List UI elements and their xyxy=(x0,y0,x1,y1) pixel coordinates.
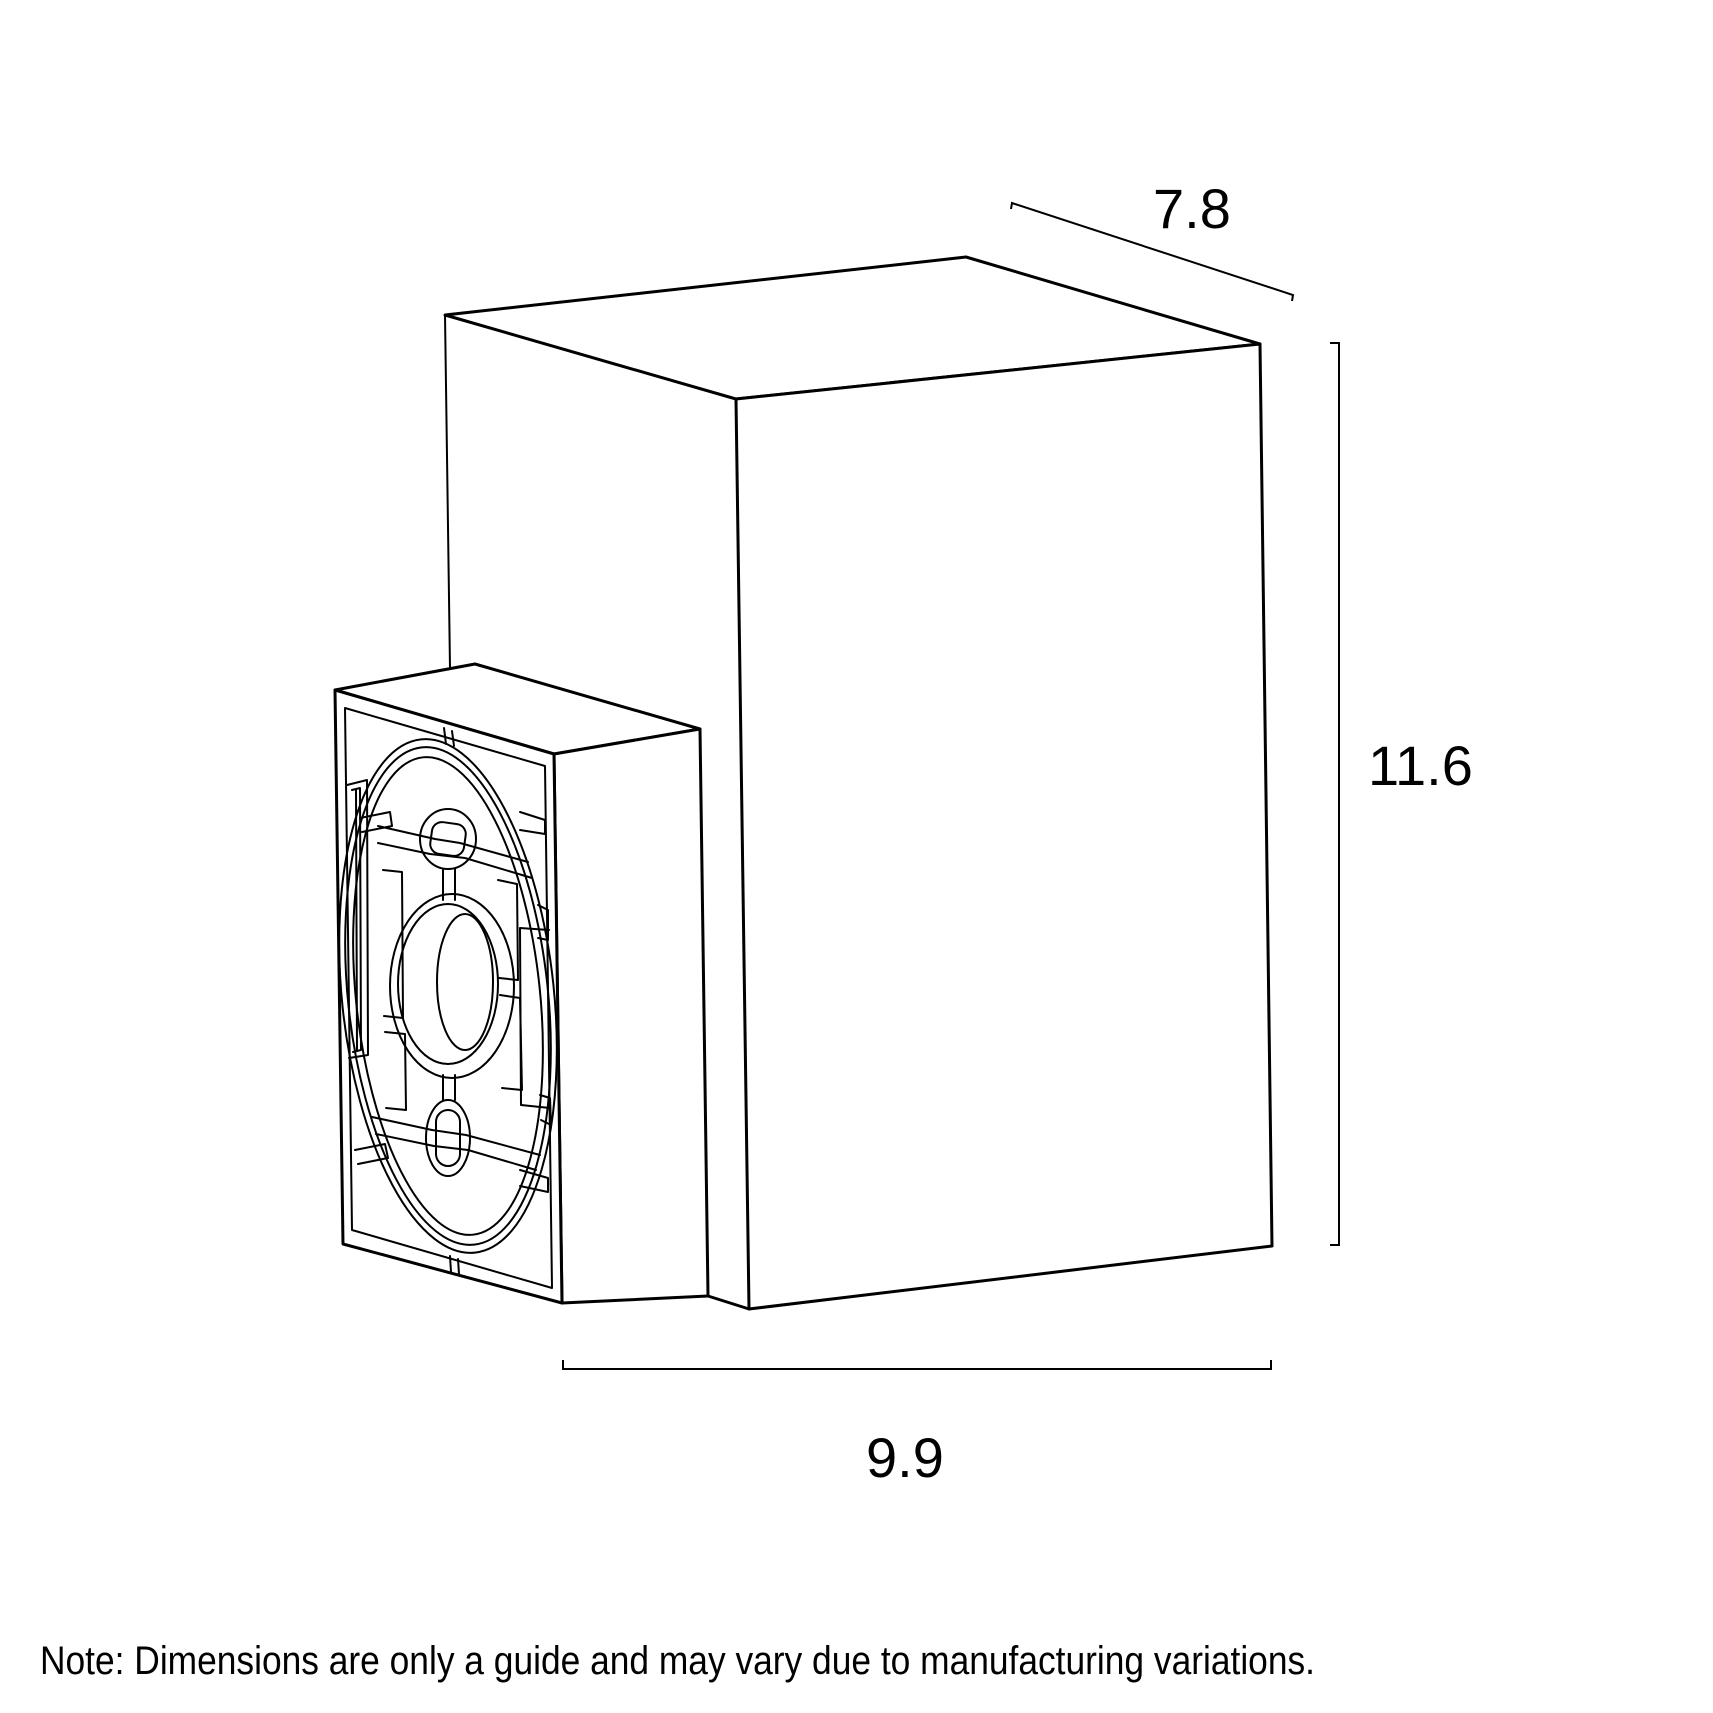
dimension-height-label: 11.6 xyxy=(1368,734,1473,797)
box-front-face xyxy=(734,342,1274,1311)
mounting-bracket xyxy=(333,662,751,1311)
disclaimer-note: Note: Dimensions are only a guide and ma… xyxy=(40,1639,1315,1683)
dimension-width-label: 9.9 xyxy=(866,1426,944,1489)
dimension-depth: 7.8 xyxy=(1010,177,1295,302)
bracket-front-face xyxy=(333,688,564,1305)
bracket-side-face xyxy=(552,727,710,1305)
dimension-width: 9.9 xyxy=(562,1360,1272,1489)
main-box xyxy=(443,255,1274,1311)
dimension-depth-label: 7.8 xyxy=(1153,177,1231,240)
dimension-height: 11.6 xyxy=(1330,342,1473,1246)
